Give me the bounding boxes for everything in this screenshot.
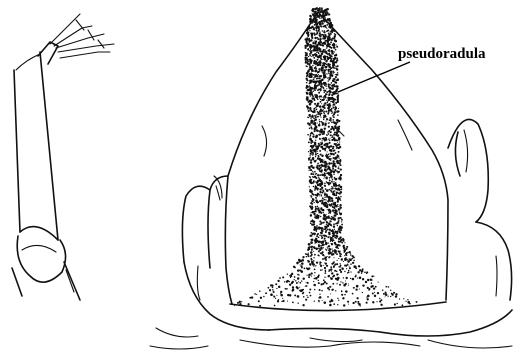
- pseudoradula-callout: pseudoradula: [338, 46, 486, 92]
- pseudoradula-leader-line: [338, 62, 410, 92]
- pseudoradula-label: pseudoradula: [398, 46, 486, 62]
- appendage-drawing: [12, 14, 114, 300]
- pseudoradula-stipple: [234, 7, 417, 307]
